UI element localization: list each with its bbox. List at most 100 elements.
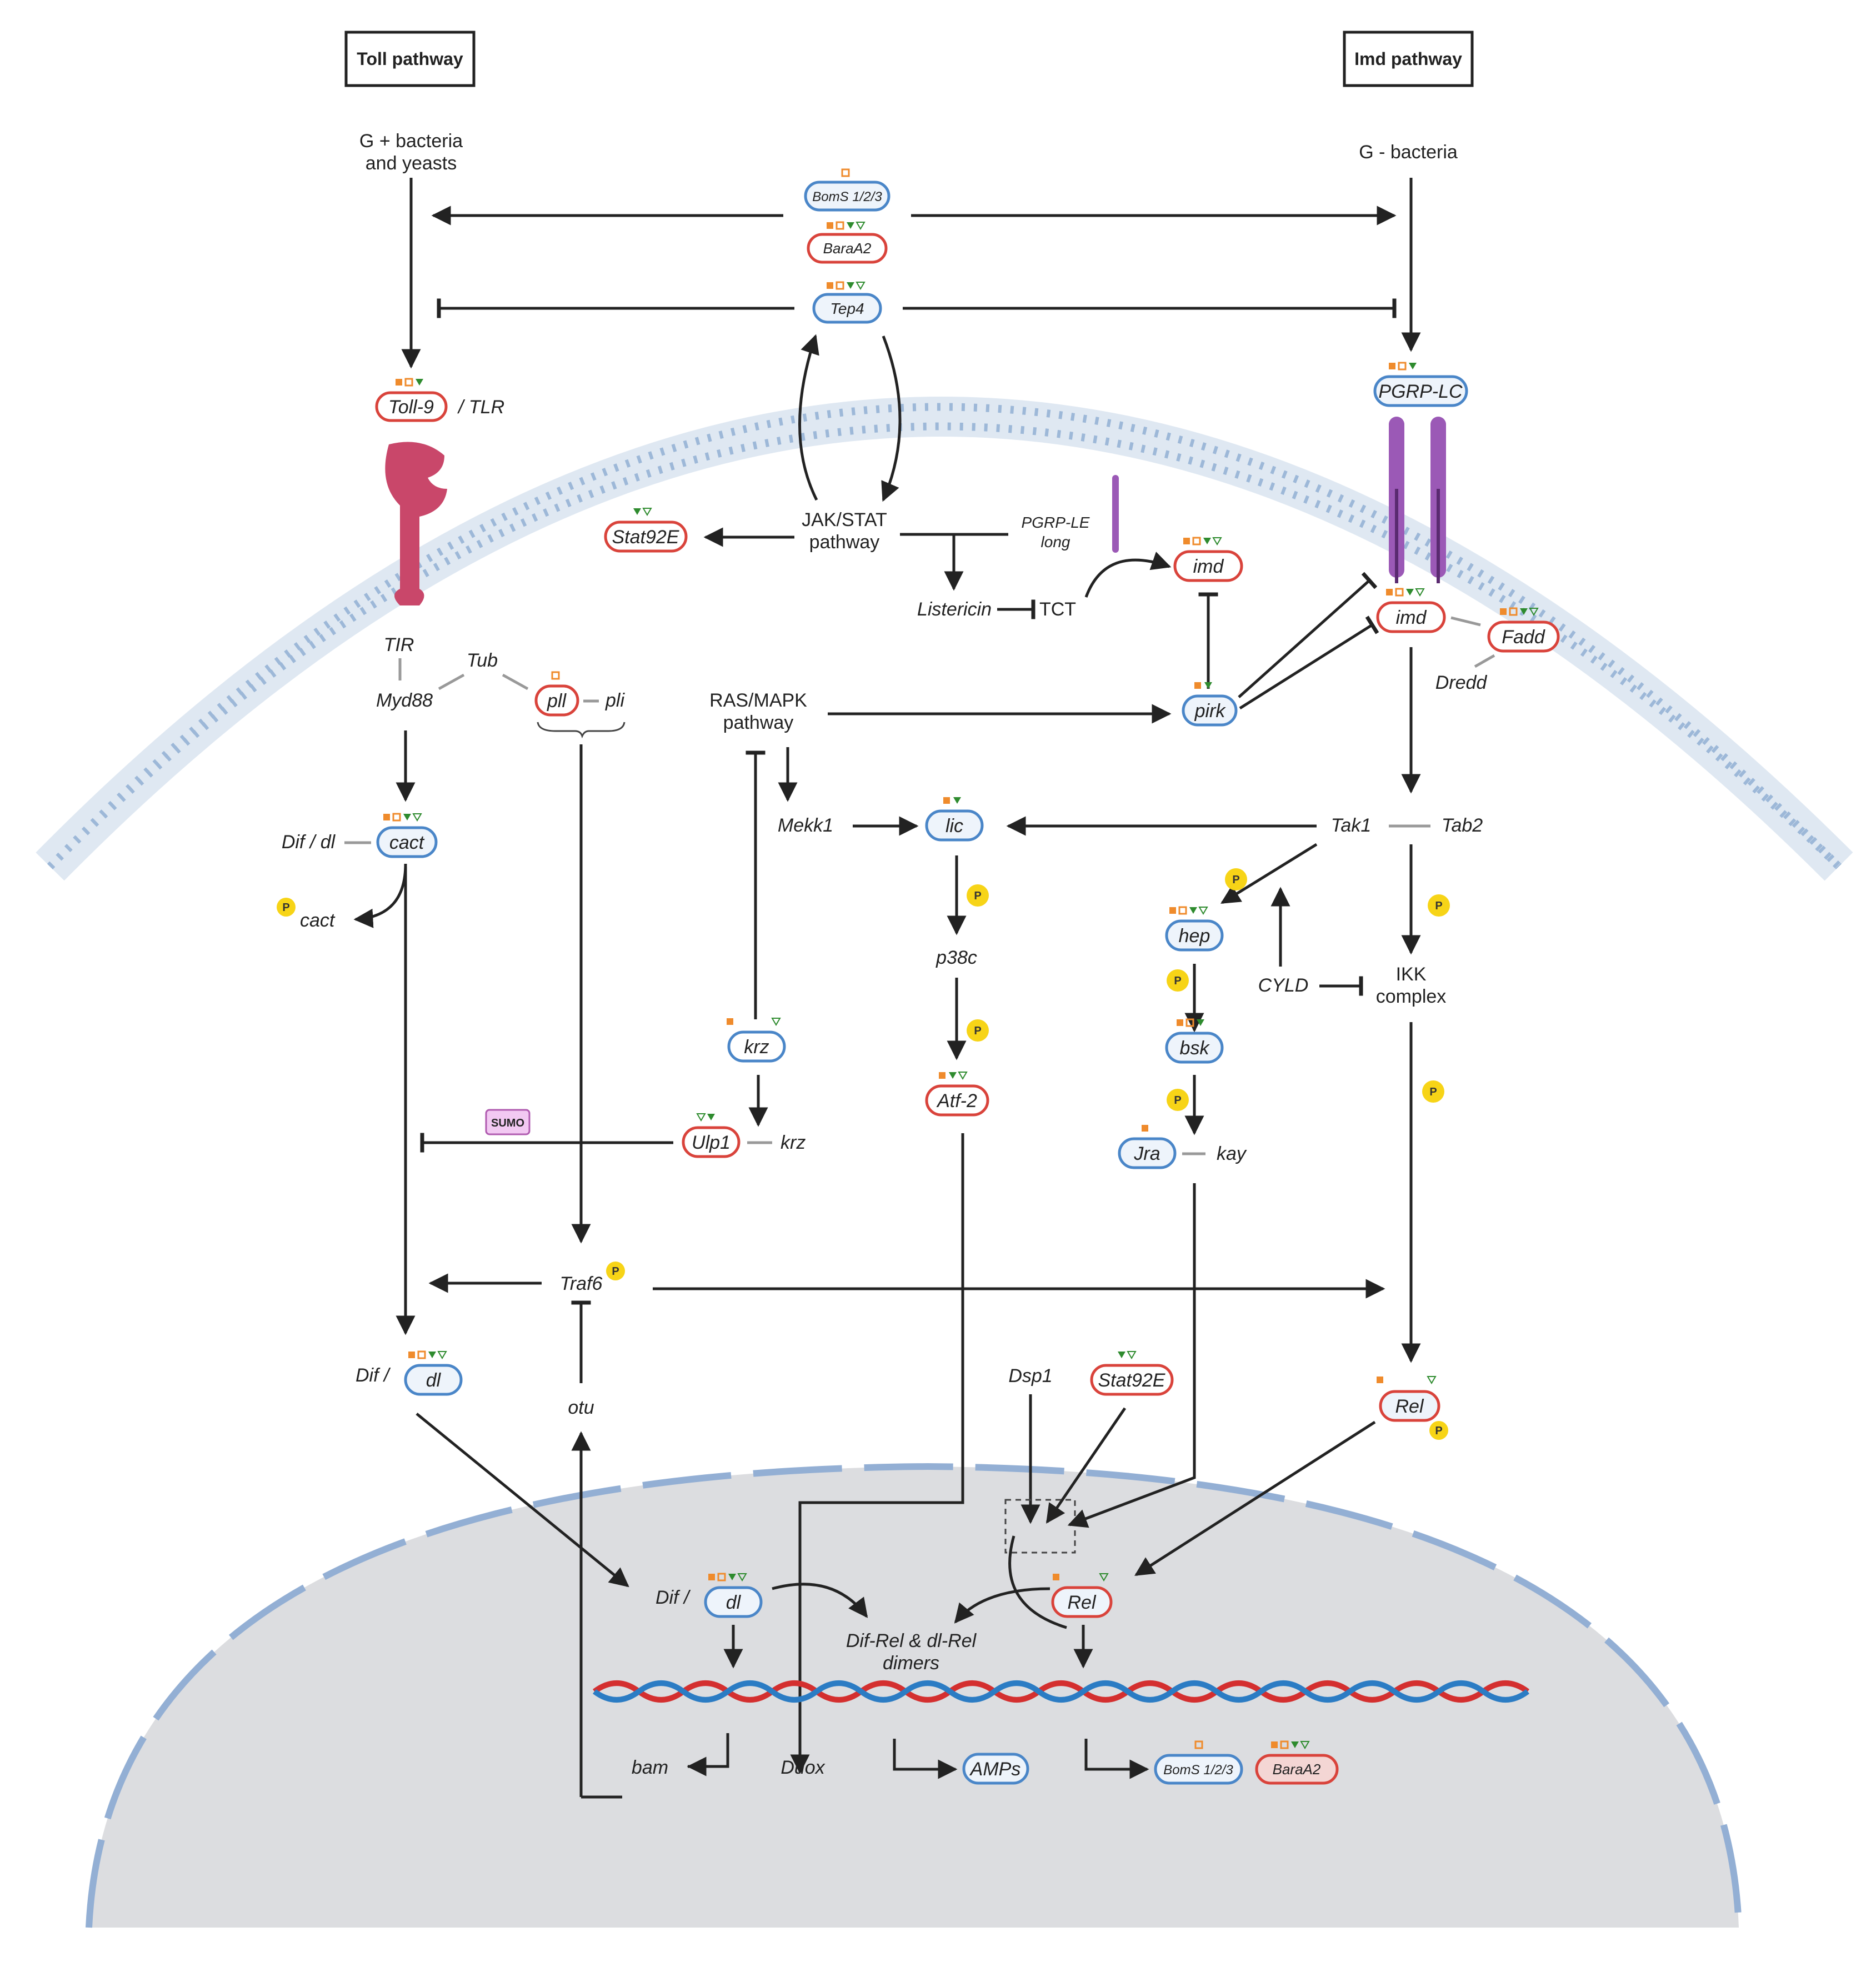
toll9-node: Toll-9 [375,391,448,422]
tct-label: TCT [1039,599,1076,620]
svg-text:krz: krz [744,1037,769,1058]
phospho-icon: P [1167,969,1189,992]
ikk-complex-label-2: complex [1376,986,1447,1007]
svg-text:Atf-2: Atf-2 [936,1090,977,1112]
baraA2-node-top: BaraA2 [807,233,888,264]
svg-text:imd: imd [1396,607,1427,628]
ras-mapk-label-2: pathway [723,712,794,733]
imd-node: imd [1376,601,1446,633]
cact-node: cact [376,826,438,858]
phospho-icon: P [1429,1421,1448,1440]
nuc-dl-node: dl [704,1586,763,1618]
stat92e-node-2: Stat92E [1090,1364,1174,1396]
svg-text:pll: pll [547,690,567,712]
svg-text:bsk: bsk [1180,1038,1210,1059]
nuc-boms-node: BomS 1/2/3 [1154,1754,1243,1785]
dif-dl-label: Dif / dl [282,832,336,853]
fadd-node: Fadd [1487,620,1560,653]
cact-free-label: cact [300,910,336,931]
svg-text:P: P [974,1025,981,1037]
svg-text:AMPs: AMPs [969,1759,1021,1780]
nuc-dif-label: Dif / [656,1587,691,1608]
gminus-bacteria-label: G - bacteria [1359,142,1458,163]
stat92e-node: Stat92E [604,520,688,553]
pgrplc-node: PGRP-LC [1373,375,1468,407]
svg-text:hep: hep [1179,925,1210,947]
svg-text:Rel: Rel [1067,1592,1096,1613]
toll-pathway-header: Toll pathway [344,31,476,87]
expression-markers [383,168,1539,1749]
svg-text:Ulp1: Ulp1 [692,1132,731,1153]
hep-node: hep [1165,919,1224,952]
pgrp-lc-receptor-icon [1389,417,1446,583]
cyld-label: CYLD [1258,975,1309,996]
phospho-icon: P [1428,894,1450,917]
pgrple-label-2: long [1041,533,1070,550]
svg-text:lic: lic [945,815,963,837]
imd-pathway-header: Imd pathway [1343,31,1474,87]
sumo-badge: SUMO [485,1109,531,1135]
nuc-rel-node: Rel [1051,1586,1113,1618]
nuc-baraA2-node: BaraA2 [1255,1754,1339,1785]
krz2-label: krz [781,1132,806,1153]
tub-label: Tub [467,650,498,671]
ras-mapk-label: RAS/MAPK [709,690,807,711]
gplus-bacteria-label-2: and yeasts [366,153,457,174]
ikk-complex-label: IKK [1396,964,1427,985]
svg-text:P: P [612,1265,619,1278]
pgrp-le-icon [1112,475,1119,553]
dif2-label: Dif / [356,1365,391,1386]
svg-text:dl: dl [726,1592,742,1613]
bsk-node: bsk [1165,1032,1224,1064]
svg-text:P: P [1429,1086,1437,1098]
svg-text:Stat92E: Stat92E [1098,1370,1165,1391]
listericin-label: Listericin [917,599,992,620]
amps-node: AMPs [962,1753,1029,1785]
svg-text:BaraA2: BaraA2 [1273,1761,1321,1778]
bam-label: bam [632,1757,668,1778]
dimers-label: Dif-Rel & dl-Rel [846,1630,977,1651]
phospho-icon: P [277,898,296,917]
lic-node: lic [925,809,984,842]
svg-text:P: P [282,902,289,914]
boms-node-top: BomS 1/2/3 [804,181,891,212]
phospho-icon: P [1167,1089,1189,1111]
svg-text:Jra: Jra [1133,1143,1160,1164]
rel-node: Rel [1379,1390,1440,1422]
toll-receptor-icon [385,442,447,605]
pgrple-label: PGRP-LE [1022,514,1090,531]
tab2-label: Tab2 [1442,815,1483,836]
phospho-icon: P [1422,1080,1444,1103]
svg-text:Tep4: Tep4 [830,300,864,317]
svg-text:Imd pathway: Imd pathway [1354,49,1462,69]
tlr-label: / TLR [457,397,504,418]
traf6-label: Traf6 [560,1273,603,1294]
phospho-icon: P [606,1262,625,1280]
krz-node: krz [727,1030,786,1063]
phospho-icon: P [967,884,989,907]
phospho-icon: P [1225,868,1247,890]
svg-text:Toll-9: Toll-9 [388,397,434,418]
svg-text:P: P [1435,900,1442,912]
p38c-label: p38c [936,947,977,968]
tak1-label: Tak1 [1331,815,1371,836]
jak-stat-label: JAK/STAT [802,509,887,530]
tir-label: TIR [384,634,414,655]
ulp1-node: Ulp1 [682,1126,741,1158]
phospho-icon: P [967,1019,989,1042]
mekk1-label: Mekk1 [778,815,833,836]
svg-text:Rel: Rel [1395,1396,1424,1417]
dredd-label: Dredd [1435,672,1488,693]
svg-text:Toll pathway: Toll pathway [357,49,463,69]
svg-text:BaraA2: BaraA2 [823,240,872,257]
svg-text:P: P [1232,874,1239,886]
dimers-label-2: dimers [883,1653,939,1674]
pll-node: pll [534,684,579,717]
dsp1-label: Dsp1 [1008,1365,1052,1387]
imd-mid-node: imd [1173,550,1243,582]
pli-label: pli [605,690,625,711]
jra-node: Jra [1118,1137,1177,1169]
svg-text:SUMO: SUMO [491,1117,524,1129]
complex-box [1004,1499,1076,1554]
